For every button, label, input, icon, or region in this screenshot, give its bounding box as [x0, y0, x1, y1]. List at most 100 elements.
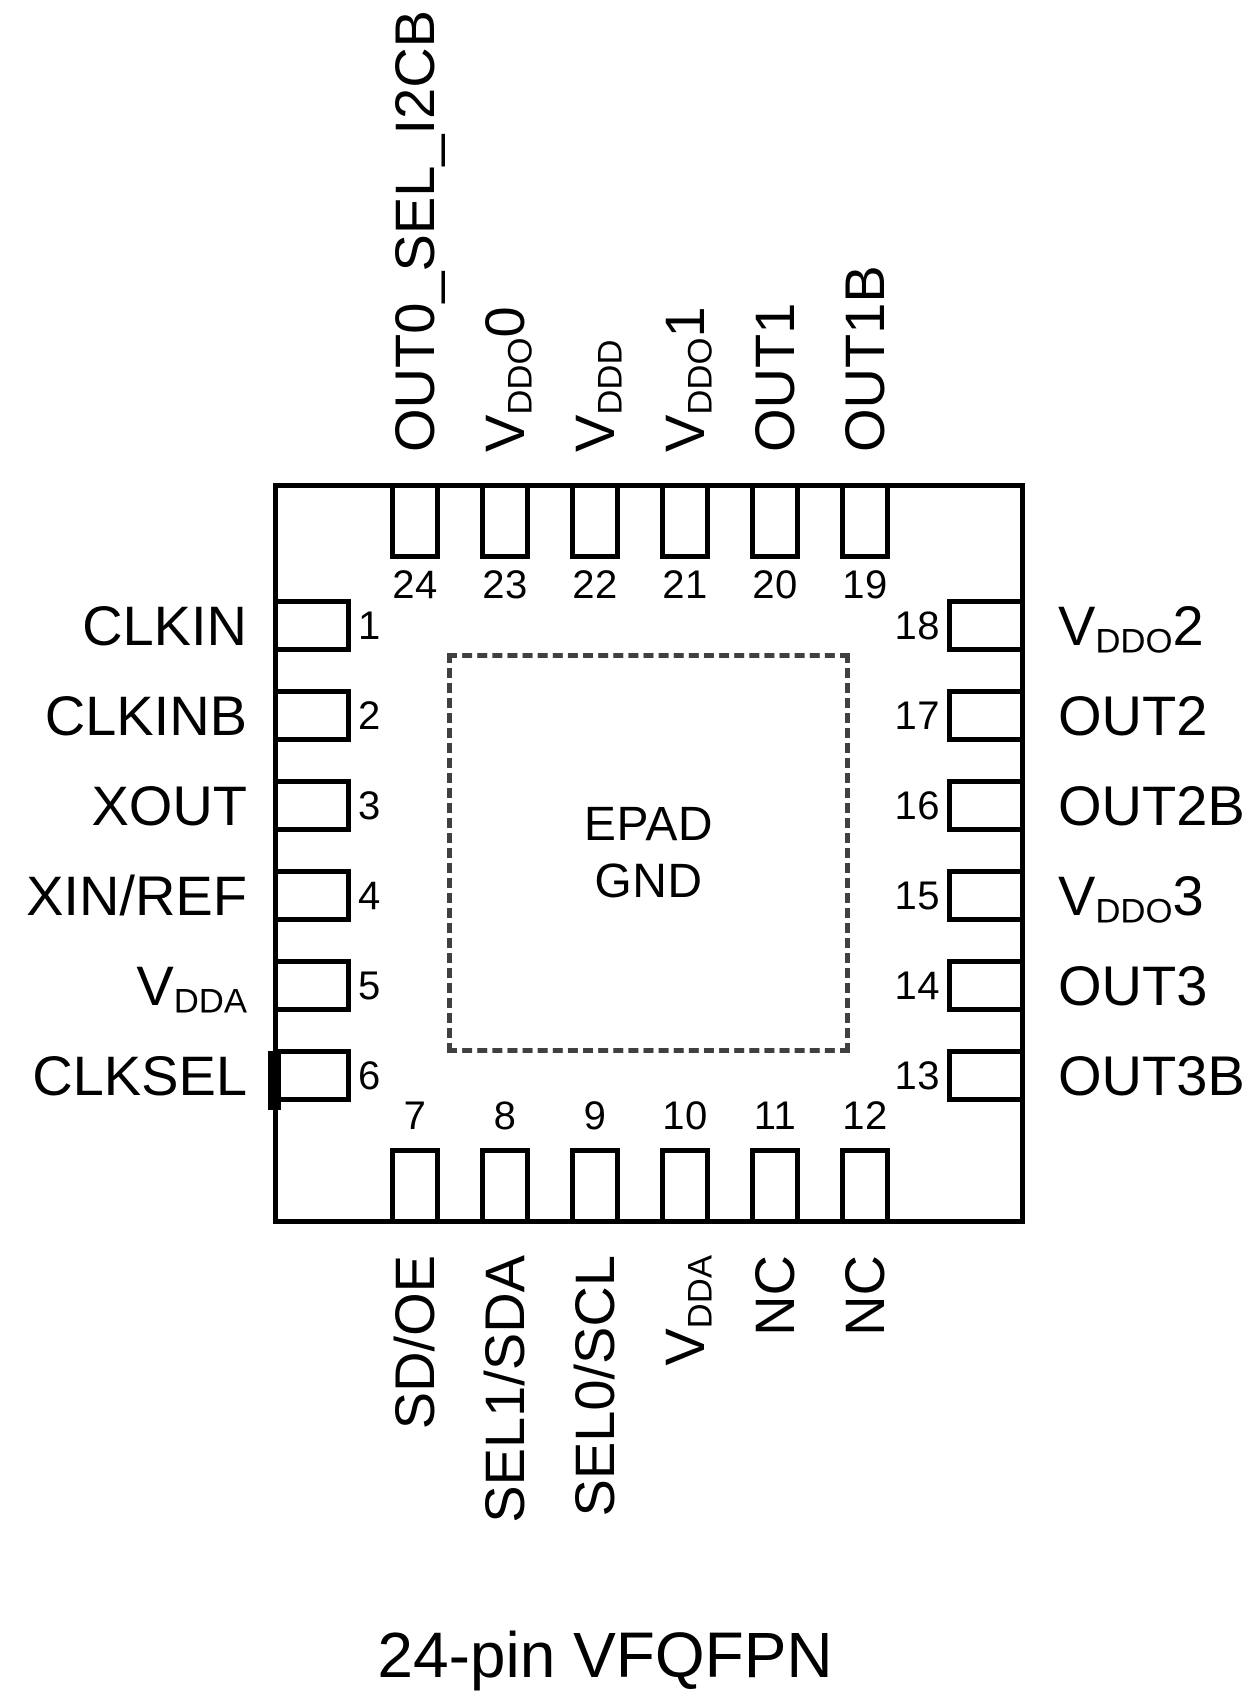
pin-label-text: OUT1 [743, 302, 806, 452]
pin-5-number: 5 [358, 963, 381, 1008]
pin-6-number: 6 [358, 1053, 381, 1098]
pin-24-pad [390, 483, 440, 559]
pin-1-pad [273, 599, 351, 652]
pin-17-label: OUT2 [1058, 683, 1207, 749]
pin-1-label: CLKIN [0, 593, 247, 659]
pin-label-text: NC [743, 1255, 806, 1336]
pin-2-label: CLKINB [0, 683, 247, 749]
pin-label-text: SD/OE [383, 1255, 446, 1430]
pin-label-text: CLKINB [44, 683, 247, 747]
pin-19-label: OUT1B [833, 265, 896, 452]
pin-4-label: XIN/REF [0, 863, 247, 929]
pin-8-number: 8 [493, 1094, 517, 1138]
pin-21-label: VDDO1 [653, 306, 720, 452]
pin-23-label: VDDO0 [473, 306, 540, 452]
pin-label-subscript: DDD [591, 339, 630, 415]
pin-label-subscript: DDO [1095, 622, 1173, 661]
pin-10-pad [660, 1148, 710, 1224]
pin-18-pad [947, 599, 1025, 652]
pin-label-text: V [1058, 593, 1096, 657]
package-caption: 24-pin VFQFPN [377, 1619, 833, 1691]
pin-label-text: SEL1/SDA [473, 1255, 536, 1523]
pin-label-text: OUT0_SEL_I2CB [383, 10, 446, 452]
pin-label-text: 1 [653, 306, 716, 338]
pin-label-text: V [653, 1328, 716, 1366]
pin-label-text: CLKIN [82, 593, 247, 657]
pin-label-text: SEL0/SCL [563, 1255, 626, 1517]
pin-20-label: OUT1 [743, 302, 806, 452]
epad-label: EPAD GND [584, 796, 713, 910]
pin-13-label: OUT3B [1058, 1043, 1245, 1109]
pin-3-number: 3 [358, 783, 381, 828]
epad-label-line2: GND [594, 855, 703, 908]
pin-19-pad [840, 483, 890, 559]
pin-18-number: 18 [894, 603, 940, 648]
pin-label-text: OUT3B [1058, 1043, 1245, 1107]
pin-7-pad [390, 1148, 440, 1224]
epad-region: EPAD GND [447, 653, 850, 1053]
pin-6-edge-marker [268, 1051, 281, 1110]
pin-15-pad [947, 869, 1025, 922]
pin-21-pad [660, 483, 710, 559]
pin-label-text: V [563, 414, 626, 452]
pin-15-label: VDDO3 [1058, 863, 1204, 929]
epad-label-line1: EPAD [583, 798, 714, 851]
pin-7-number: 7 [403, 1094, 427, 1138]
pin-19-number: 19 [842, 563, 888, 607]
pin-16-pad [947, 779, 1025, 832]
pin-5-pad [273, 959, 351, 1012]
pin-label-text: CLKSEL [32, 1043, 247, 1107]
pin-label-text: V [1058, 863, 1096, 927]
pin-label-text: XOUT [91, 773, 247, 837]
pin-3-pad [273, 779, 351, 832]
pin-label-subscript: DDA [173, 982, 247, 1021]
pin-label-text: XIN/REF [26, 863, 247, 927]
pin-17-number: 17 [894, 693, 940, 738]
pin-24-number: 24 [392, 563, 438, 607]
pin-22-label: VDDD [563, 339, 630, 452]
pin-2-pad [273, 689, 351, 742]
pin-18-label: VDDO2 [1058, 593, 1204, 659]
pin-label-subscript: DDO [681, 337, 720, 415]
pin-13-number: 13 [894, 1053, 940, 1098]
pin-label-text: 2 [1172, 593, 1204, 657]
pin-14-label: OUT3 [1058, 953, 1207, 1019]
pin-12-pad [840, 1148, 890, 1224]
pin-22-pad [570, 483, 620, 559]
pin-1-number: 1 [358, 603, 381, 648]
pin-20-pad [750, 483, 800, 559]
pin-6-label: CLKSEL [0, 1043, 247, 1109]
pin-label-text: 3 [1172, 863, 1204, 927]
pin-label-text: NC [833, 1255, 896, 1336]
pin-9-number: 9 [583, 1094, 607, 1138]
pin-11-pad [750, 1148, 800, 1224]
pin-4-pad [273, 869, 351, 922]
pin-23-number: 23 [482, 563, 528, 607]
pin-label-subscript: DDO [1095, 892, 1173, 931]
pin-24-label: OUT0_SEL_I2CB [383, 10, 446, 452]
pin-15-number: 15 [894, 873, 940, 918]
pin-14-pad [947, 959, 1025, 1012]
pin-10-number: 10 [662, 1094, 708, 1138]
pin-label-text: OUT2B [1058, 773, 1245, 837]
pin-20-number: 20 [752, 563, 798, 607]
pin-14-number: 14 [894, 963, 940, 1008]
pin-label-text: V [136, 953, 174, 1017]
pin-6-pad [268, 1049, 351, 1110]
pin-label-text: V [653, 414, 716, 452]
pin-label-subscript: DDO [501, 337, 540, 415]
pin-12-number: 12 [842, 1094, 888, 1138]
pin-8-pad [480, 1148, 530, 1224]
pin-label-subscript: DDA [681, 1255, 720, 1329]
pin-13-pad [947, 1049, 1025, 1102]
pin-label-text: OUT1B [833, 265, 896, 452]
pin-21-number: 21 [662, 563, 708, 607]
pin-4-number: 4 [358, 873, 381, 918]
pin-3-label: XOUT [0, 773, 247, 839]
pin-9-pad [570, 1148, 620, 1224]
pin-label-text: V [473, 414, 536, 452]
pin-2-number: 2 [358, 693, 381, 738]
pin-22-number: 22 [572, 563, 618, 607]
pin-label-text: 0 [473, 306, 536, 338]
